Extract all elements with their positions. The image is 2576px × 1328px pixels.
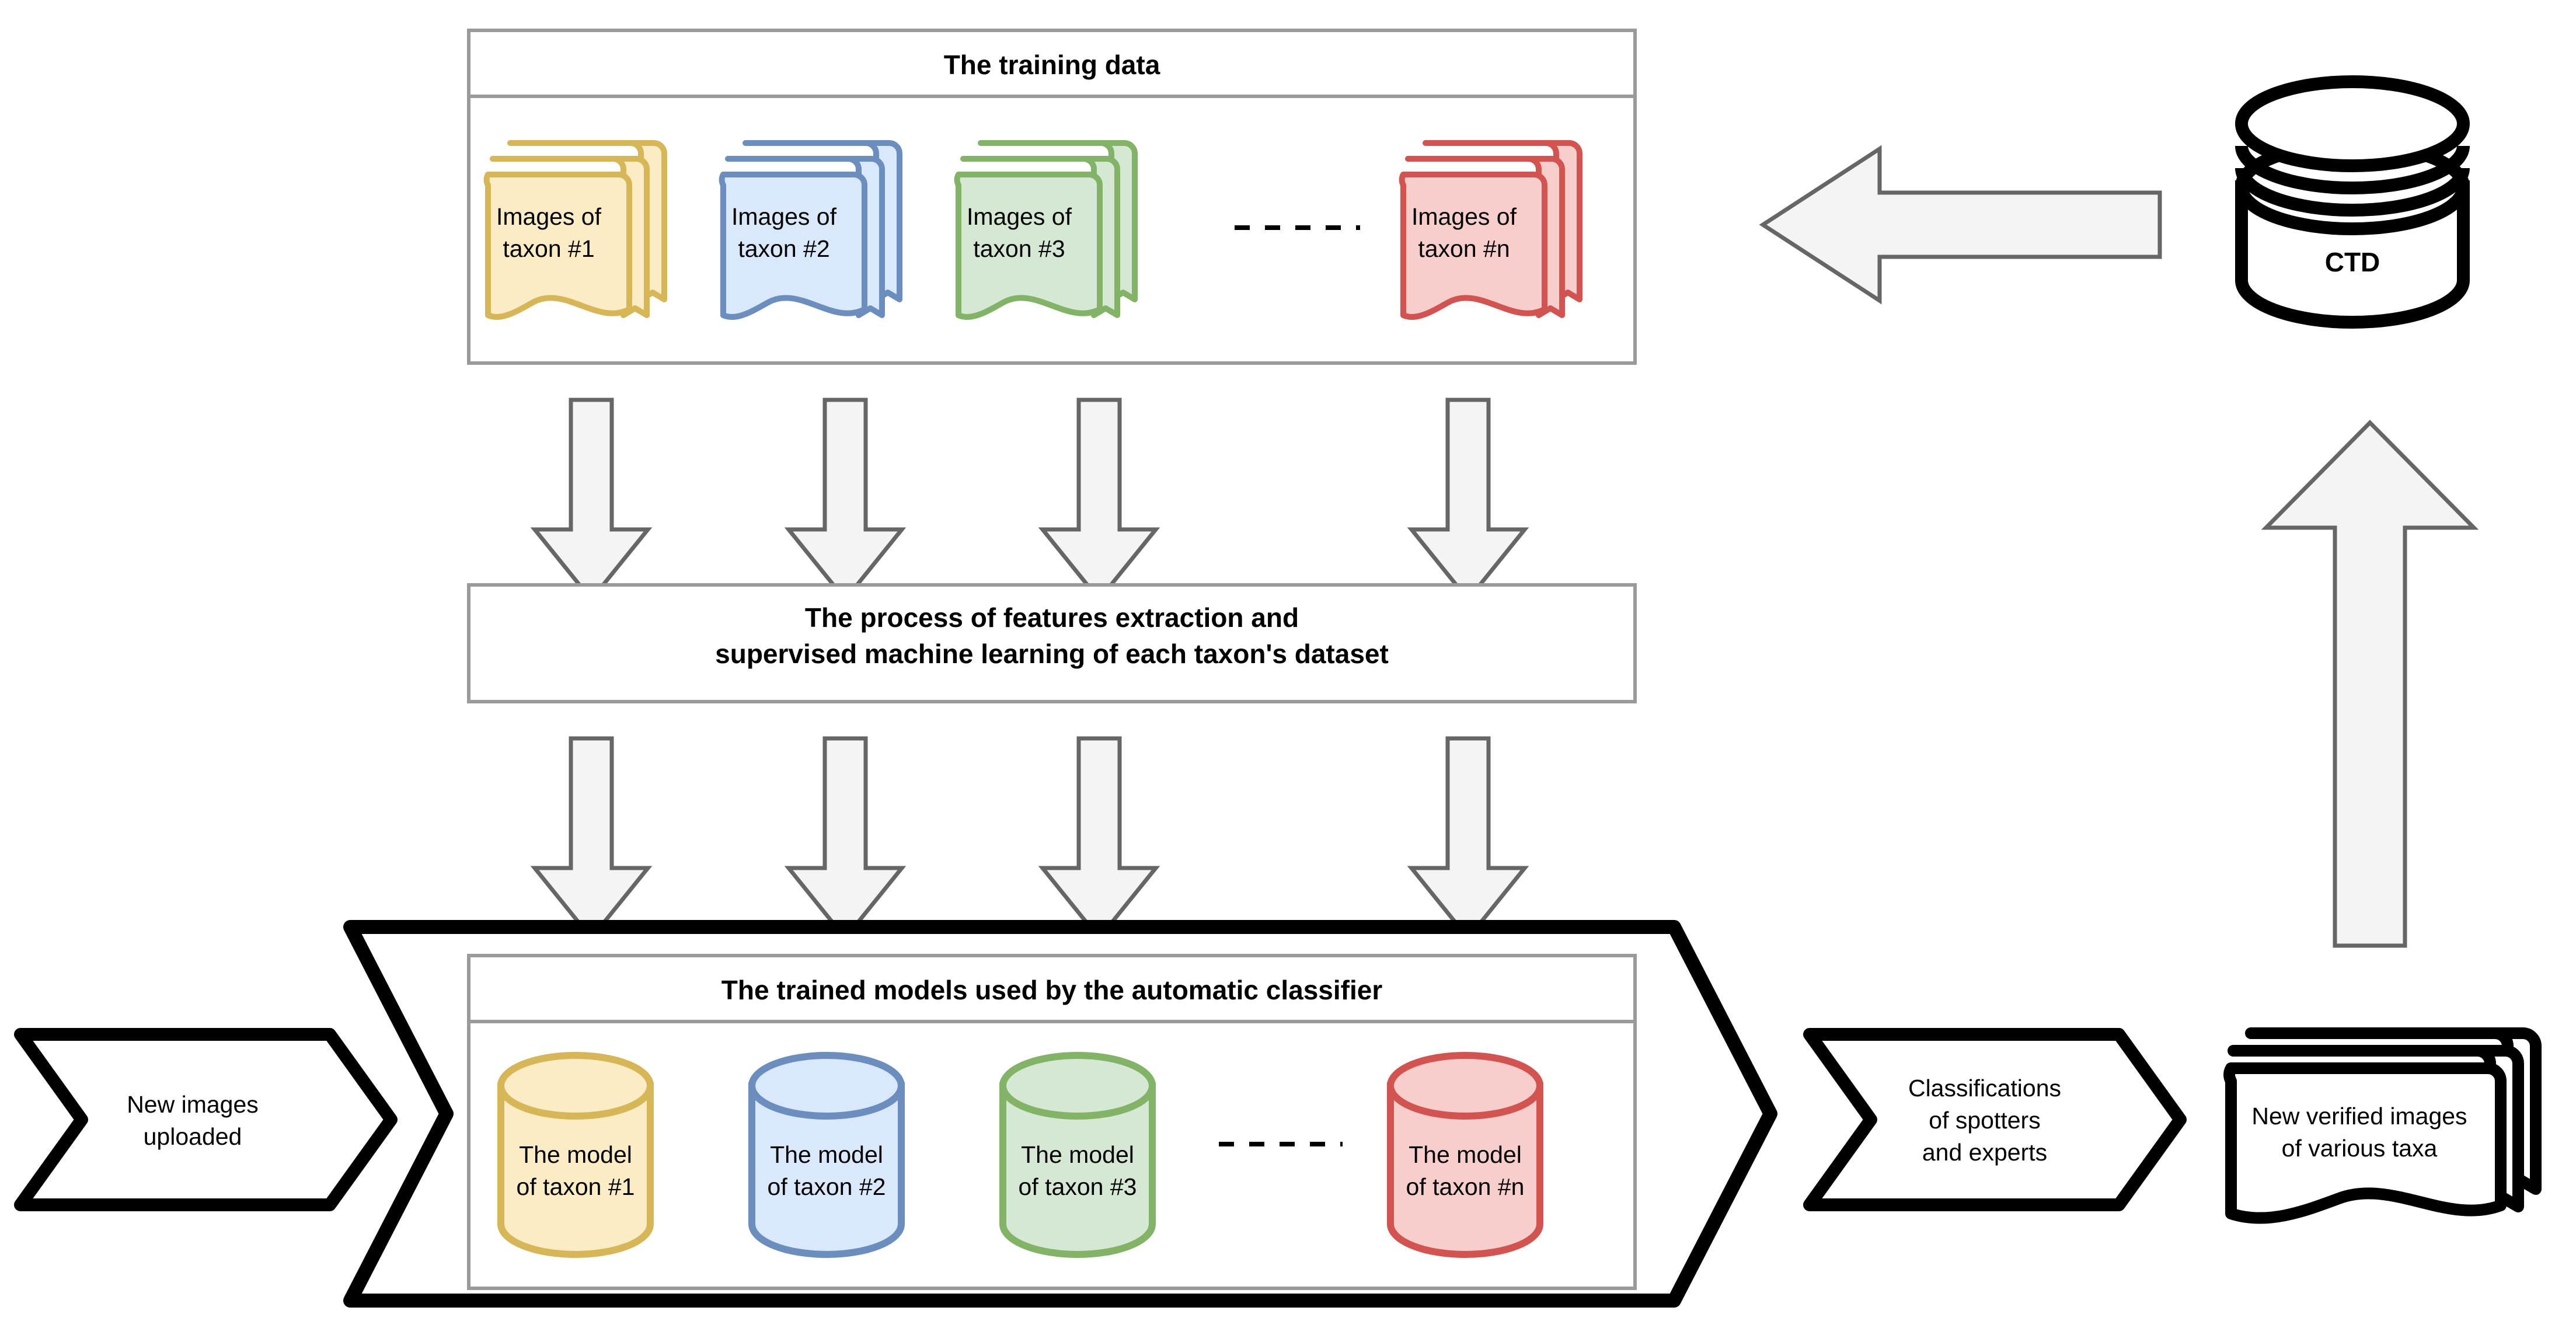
model-cylinder-taxon-2: The model of taxon #2 bbox=[748, 1052, 905, 1258]
process-box: The process of features extraction and s… bbox=[467, 583, 1637, 703]
doc-sheet-front bbox=[954, 172, 1103, 320]
doc-stack-taxon-3: Images of taxon #3 bbox=[954, 140, 1138, 320]
feedback-doc-line2: of various taxa bbox=[2282, 1135, 2438, 1162]
process-box-line2: supervised machine learning of each taxo… bbox=[715, 639, 1389, 669]
output-chevron-line3: and experts bbox=[1922, 1139, 2047, 1166]
doc-sheet-front bbox=[1399, 172, 1547, 320]
doc-stack-label-line2: taxon #1 bbox=[503, 235, 594, 262]
input-chevron-line1: New images bbox=[127, 1091, 259, 1118]
model-label-line1: The model bbox=[1409, 1141, 1522, 1168]
arrows-training-to-process bbox=[530, 398, 1529, 603]
model-label-line1: The model bbox=[770, 1141, 883, 1168]
arrow-down-icon-1 bbox=[530, 736, 653, 942]
doc-stack-label-line1: Images of bbox=[967, 203, 1072, 230]
arrow-down-icon-2 bbox=[784, 736, 907, 942]
input-chevron-line2: uploaded bbox=[144, 1123, 242, 1150]
model-cylinder-taxon-n: The model of taxon #n bbox=[1387, 1052, 1543, 1258]
output-chevron-line1: Classifications bbox=[1908, 1075, 2061, 1102]
arrow-down-icon-2 bbox=[784, 398, 907, 603]
model-cylinder-taxon-1: The model of taxon #1 bbox=[497, 1052, 654, 1258]
ctd-label: CTD bbox=[2325, 247, 2380, 277]
model-label-line2: of taxon #3 bbox=[1019, 1173, 1137, 1200]
model-cylinder-taxon-3: The model of taxon #3 bbox=[999, 1052, 1156, 1258]
cylinder-disc-line-1 bbox=[2235, 145, 2470, 194]
arrow-down-icon-4 bbox=[1407, 398, 1529, 603]
model-label-line2: of taxon #1 bbox=[517, 1173, 635, 1200]
cylinder-top-disc bbox=[748, 1052, 905, 1120]
chevron-outline bbox=[1803, 1028, 2187, 1211]
output-chevron-line2: of spotters bbox=[1929, 1107, 2040, 1134]
cylinder-top-disc bbox=[2235, 75, 2470, 172]
model-label-line1: The model bbox=[1021, 1141, 1134, 1168]
doc-stack-label-line1: Images of bbox=[731, 203, 837, 230]
model-label-line2: of taxon #n bbox=[1406, 1173, 1525, 1200]
doc-sheet-front bbox=[483, 172, 632, 320]
arrow-left-icon bbox=[1759, 145, 2162, 305]
doc-sheet-front bbox=[2223, 1062, 2507, 1224]
cylinder-disc-line-2 bbox=[2235, 168, 2470, 217]
doc-stack-label-line2: taxon #n bbox=[1418, 235, 1510, 262]
arrow-feedback-to-ctd bbox=[2261, 420, 2479, 948]
arrow-ctd-to-training bbox=[1759, 145, 2162, 305]
cylinder-body bbox=[999, 1082, 1156, 1258]
arrow-down-icon-4 bbox=[1407, 736, 1529, 942]
cylinder-body bbox=[1387, 1082, 1543, 1258]
chevron-outline bbox=[14, 1028, 398, 1211]
cylinder-top-disc bbox=[497, 1052, 654, 1120]
cylinder-top-disc bbox=[999, 1052, 1156, 1120]
doc-stack-taxon-1: Images of taxon #1 bbox=[483, 140, 667, 320]
doc-stack-label-line1: Images of bbox=[1411, 203, 1517, 230]
new-verified-images-doc-stack: New verified images of various taxa bbox=[2223, 1027, 2542, 1224]
models-box-title: The trained models used by the automatic… bbox=[721, 975, 1383, 1005]
model-label-line2: of taxon #2 bbox=[768, 1173, 886, 1200]
new-images-uploaded-chevron: New images uploaded bbox=[14, 1028, 398, 1211]
doc-stack-taxon-n: Images of taxon #n bbox=[1399, 140, 1582, 320]
arrow-down-icon-3 bbox=[1038, 398, 1160, 603]
arrow-down-icon-1 bbox=[530, 398, 653, 603]
cylinder-top-disc bbox=[1387, 1052, 1543, 1120]
cylinder-body bbox=[497, 1082, 654, 1258]
ctd-database-cylinder: CTD bbox=[2235, 75, 2470, 329]
feedback-doc-line1: New verified images bbox=[2251, 1103, 2467, 1130]
process-box-frame bbox=[467, 583, 1637, 703]
model-label-line1: The model bbox=[519, 1141, 632, 1168]
cylinder-body bbox=[748, 1082, 905, 1258]
training-box-title: The training data bbox=[944, 50, 1160, 80]
process-box-line1: The process of features extraction and bbox=[805, 602, 1299, 633]
arrow-down-icon-3 bbox=[1038, 736, 1160, 942]
doc-stack-label-line2: taxon #2 bbox=[738, 235, 829, 262]
arrow-up-icon bbox=[2261, 420, 2479, 948]
doc-stack-taxon-2: Images of taxon #2 bbox=[719, 140, 902, 320]
classifications-output-chevron: Classifications of spotters and experts bbox=[1803, 1028, 2187, 1211]
arrows-process-to-models bbox=[530, 736, 1529, 942]
doc-stack-label-line2: taxon #3 bbox=[973, 235, 1065, 262]
doc-sheet-front bbox=[719, 172, 867, 320]
doc-stack-label-line1: Images of bbox=[496, 203, 602, 230]
